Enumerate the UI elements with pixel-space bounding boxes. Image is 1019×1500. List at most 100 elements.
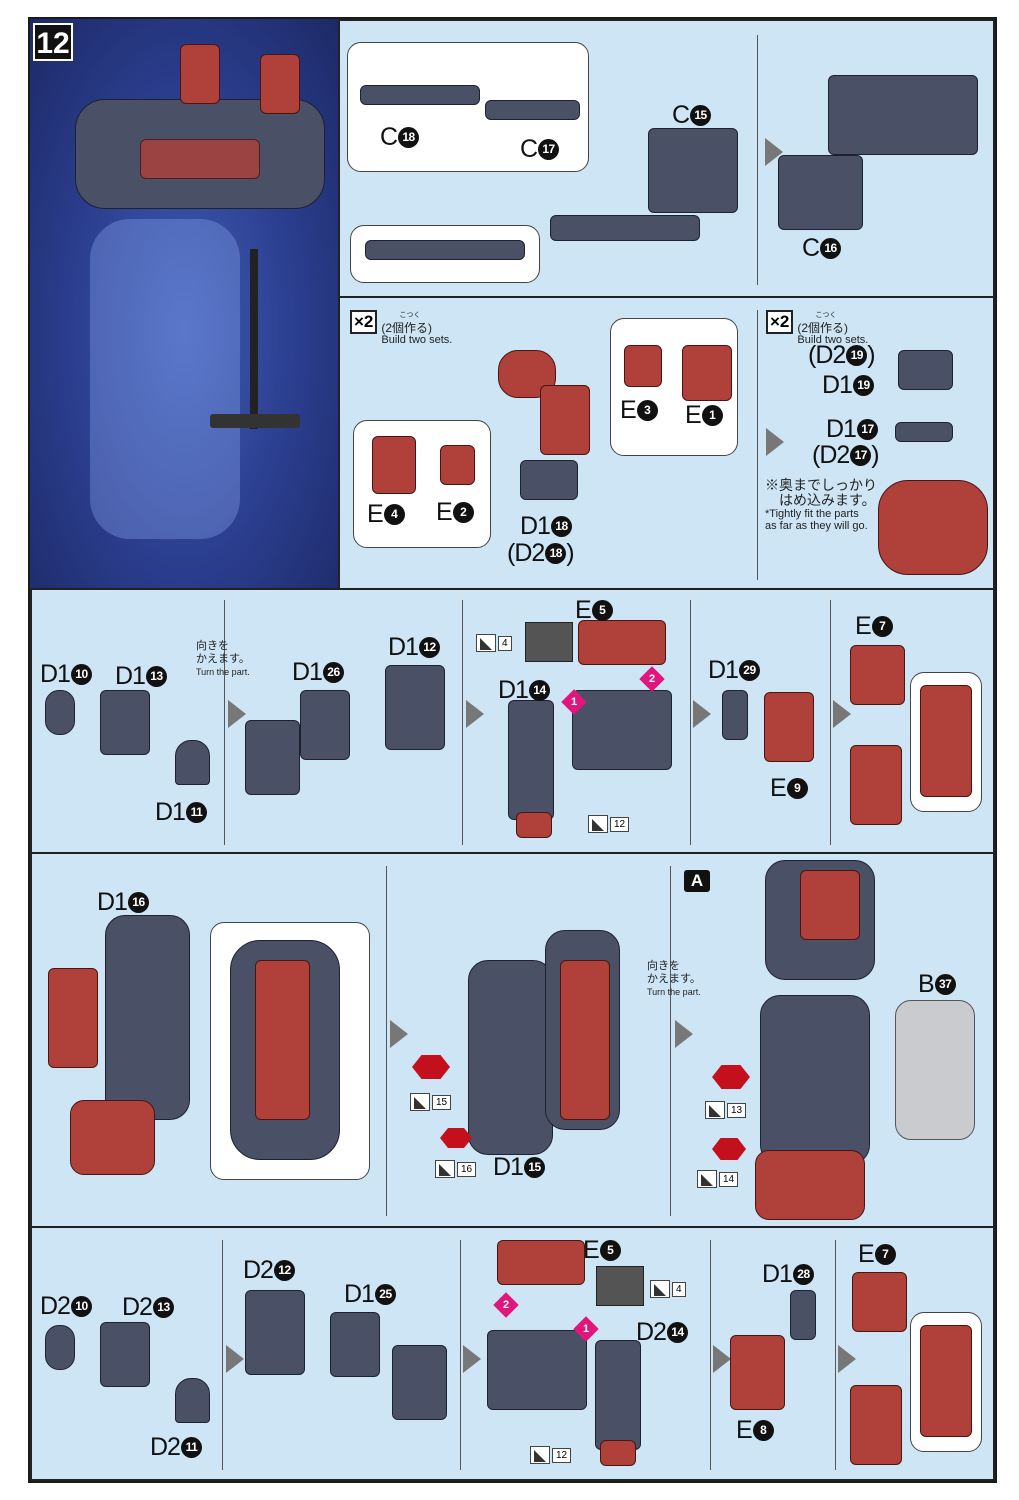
step-arrow [693, 700, 711, 728]
part-leg-red [560, 960, 610, 1120]
part-d1-26 [300, 690, 350, 760]
build-two-sets-badge: ×2 こつく(2個作る)Build two sets. [350, 310, 452, 346]
part-e2 [440, 445, 475, 485]
part-torso [487, 1330, 587, 1410]
part-d1-16 [105, 915, 190, 1120]
divider [690, 600, 691, 845]
section-marker: A [684, 870, 710, 892]
sticker-icon [410, 1093, 430, 1111]
fit-note: ※奥までしっかり はめ込みます。 *Tightly fit the parts … [765, 477, 877, 533]
divider [757, 35, 758, 285]
sticker-tag: 4 [476, 634, 512, 652]
turn-part-note: 向きをかえます。Turn the part. [196, 640, 250, 677]
sticker-tag: 13 [705, 1101, 747, 1119]
order-marker: 1 [561, 689, 587, 715]
sticker-preview [525, 622, 573, 662]
part-leg [48, 968, 98, 1068]
sticker-tag: 12 [588, 815, 630, 833]
part-d2-14-tip [600, 1440, 636, 1466]
part-e5 [578, 620, 666, 665]
sticker-tag: 16 [435, 1160, 477, 1178]
divider [224, 600, 225, 845]
part-d1-14-tip [516, 812, 552, 838]
sticker-hex [440, 1128, 472, 1148]
step-arrow [838, 1345, 856, 1373]
sticker-icon [705, 1101, 725, 1119]
order-marker: 2 [493, 1292, 519, 1318]
divider [460, 1240, 461, 1470]
sticker-icon [588, 815, 608, 833]
part-d2-12 [245, 1290, 305, 1375]
step-arrow [463, 1345, 481, 1373]
sticker-icon [697, 1170, 717, 1188]
divider [222, 1240, 223, 1470]
part-d2-11 [175, 1378, 210, 1423]
part-d1-17 [895, 422, 953, 442]
part-leg-assembled [850, 745, 902, 825]
part-e4 [372, 436, 416, 494]
part-d1-28 [790, 1290, 816, 1340]
divider [386, 866, 387, 1216]
part-leg-detail [920, 685, 972, 797]
sticker-hex [412, 1055, 450, 1079]
sticker-icon [530, 1446, 550, 1464]
step-arrow [765, 138, 783, 166]
part-leg-detail [920, 1325, 972, 1437]
step-arrow [226, 1345, 244, 1373]
divider [830, 600, 831, 845]
part-foot-assembled [755, 1150, 865, 1220]
sticker-hex [712, 1138, 746, 1160]
part-d2-10 [45, 1325, 75, 1370]
part-d2-14 [595, 1340, 641, 1450]
part-e3 [624, 345, 662, 387]
part-c18 [360, 85, 480, 105]
part-d1-11 [175, 740, 210, 785]
part-d1-10 [45, 690, 75, 735]
sticker-icon [650, 1280, 670, 1298]
part-d2-13-assembled [392, 1345, 447, 1420]
part-torso [572, 690, 672, 770]
sticker-tag: 15 [410, 1093, 452, 1111]
part-e1 [682, 345, 732, 401]
sticker-preview [596, 1266, 644, 1306]
sticker-tag: 4 [650, 1280, 686, 1298]
part-c15 [648, 128, 738, 213]
part-thigh-red [800, 870, 860, 940]
part-d1-14 [508, 700, 554, 820]
part-d1-12 [385, 665, 445, 750]
part-e8 [730, 1335, 785, 1410]
divider [757, 310, 758, 580]
part-foot [70, 1100, 155, 1175]
part-assembled-rail [365, 240, 525, 260]
part-assembled-c [828, 75, 978, 155]
step-arrow [713, 1345, 731, 1373]
divider [462, 600, 463, 845]
step-arrow [390, 1020, 408, 1048]
sticker-tag: 12 [530, 1446, 572, 1464]
